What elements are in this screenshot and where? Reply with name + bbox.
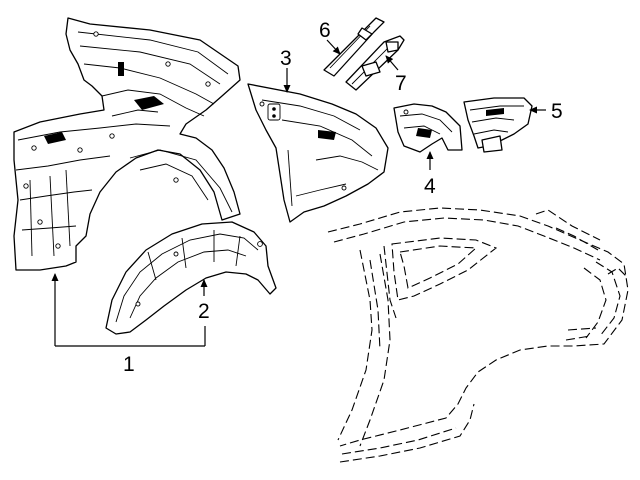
quarter-inner-extension[interactable]	[247, 83, 389, 223]
rail-6[interactable]	[323, 17, 385, 77]
callout-5: 5	[551, 100, 563, 123]
callout-1: 1	[123, 353, 135, 376]
callout-3: 3	[280, 47, 292, 70]
callout-2: 2	[198, 300, 210, 323]
vehicle-body-outline	[327, 207, 629, 463]
callout-7: 7	[395, 72, 407, 95]
leader-lines	[51, 39, 546, 347]
bracket-4[interactable]	[393, 103, 463, 153]
bracket-5[interactable]	[463, 97, 533, 153]
inner-quarter-panel[interactable]	[13, 17, 241, 271]
callout-6: 6	[319, 19, 331, 42]
wheelhouse-panel[interactable]	[105, 221, 277, 335]
rail-7[interactable]	[345, 35, 405, 91]
callout-4: 4	[424, 175, 436, 198]
